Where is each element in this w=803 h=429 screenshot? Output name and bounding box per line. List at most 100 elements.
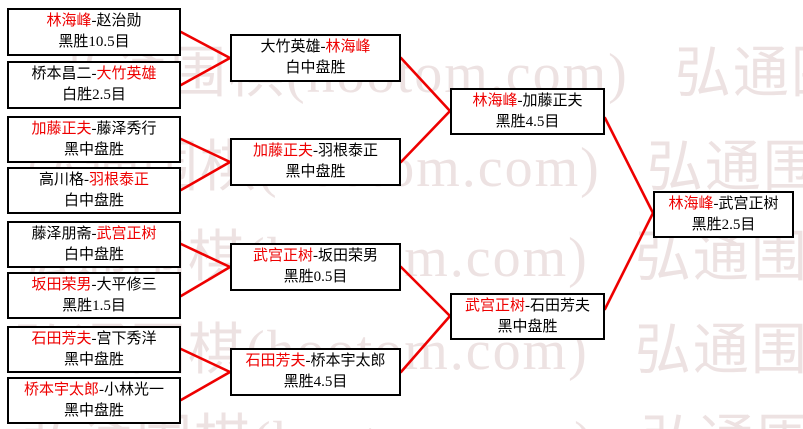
player-winner: 林海峰: [325, 39, 371, 55]
player-loser: 桥本宇太郎: [310, 353, 386, 369]
player-loser: 大竹英雄: [260, 39, 321, 55]
connector-line: [179, 30, 232, 60]
connector-line: [179, 56, 232, 87]
separator: -: [99, 381, 104, 398]
player-winner: 石田芳夫: [31, 330, 92, 347]
match-players: 林海峰-武宫正树: [668, 194, 778, 215]
connector-line: [399, 56, 452, 113]
match-players: 武宫正树-石田芳夫: [465, 296, 590, 317]
separator: -: [313, 143, 318, 159]
separator: -: [91, 13, 97, 29]
match-result: 白中盘胜: [63, 192, 124, 209]
player-loser: 藤泽秀行: [96, 120, 157, 137]
match-box-r2-4: 石田芳夫-桥本宇太郎 黑胜4.5目: [230, 348, 401, 396]
match-box-r2-1: 大竹英雄-林海峰 白中盘胜: [230, 34, 401, 82]
separator: -: [91, 120, 97, 137]
player-loser: 坂田荣男: [318, 248, 379, 264]
match-result: 黑中盘胜: [63, 351, 124, 368]
match-players: 武宫正树-坂田荣男: [253, 246, 378, 267]
match-box-r1-2: 桥本昌二-大竹英雄 白胜2.5目: [7, 61, 181, 109]
match-box-r1-3: 加藤正夫-藤泽秀行 黑中盘胜: [7, 116, 181, 163]
match-players: 桥本宇太郎-小林光一: [24, 380, 164, 401]
match-result: 黑胜1.5目: [62, 297, 126, 314]
player-loser: 小林光一: [104, 381, 165, 398]
match-players: 桥本昌二-大竹英雄: [31, 64, 156, 85]
player-loser: 大平修三: [96, 276, 157, 293]
connector-line: [179, 160, 232, 192]
connector-line: [179, 370, 232, 402]
player-winner: 武宫正树: [252, 248, 313, 264]
player-loser: 藤泽朋斋: [31, 225, 92, 242]
player-winner: 加藤正夫: [31, 120, 92, 137]
separator: -: [91, 66, 97, 82]
match-players: 藤泽朋斋-武宫正树: [31, 224, 156, 245]
connector-line: [399, 314, 452, 374]
separator: -: [84, 171, 89, 188]
player-loser: 石田芳夫: [530, 297, 591, 314]
player-loser: 赵治勋: [96, 13, 142, 29]
player-winner: 加藤正夫: [252, 143, 313, 159]
match-box-r1-8: 桥本宇太郎-小林光一 黑中盘胜: [7, 377, 181, 424]
match-box-r1-6: 坂田荣男-大平修三 黑胜1.5目: [7, 272, 181, 319]
match-players: 大竹英雄-林海峰: [260, 37, 370, 58]
match-box-r2-2: 加藤正夫-羽根泰正 黑中盘胜: [230, 138, 401, 186]
player-loser: 武宫正树: [718, 195, 779, 212]
player-winner: 林海峰: [46, 13, 92, 29]
separator: -: [91, 330, 97, 347]
player-winner: 林海峰: [668, 195, 714, 212]
match-result: 黑中盘胜: [63, 141, 124, 158]
match-players: 石田芳夫-宫下秀洋: [31, 329, 156, 350]
match-result: 白中盘胜: [63, 246, 124, 263]
match-result: 黑胜0.5目: [283, 269, 348, 285]
match-box-r2-3: 武宫正树-坂田荣男 黑胜0.5目: [230, 243, 401, 291]
match-players: 石田芳夫-桥本宇太郎: [245, 351, 385, 372]
player-loser: 羽根泰正: [318, 143, 379, 159]
separator: -: [305, 353, 311, 369]
match-box-r1-5: 藤泽朋斋-武宫正树 白中盘胜: [7, 221, 181, 268]
match-box-r1-1: 林海峰-赵治勋 黑胜10.5目: [7, 8, 181, 56]
match-result: 白胜2.5目: [62, 87, 126, 103]
separator: -: [517, 92, 523, 109]
connector-line: [399, 265, 452, 318]
player-winner: 武宫正树: [464, 297, 525, 314]
match-players: 坂田荣男-大平修三: [31, 275, 156, 296]
match-result: 黑胜10.5目: [58, 34, 130, 50]
match-players: 加藤正夫-藤泽秀行: [31, 119, 156, 140]
separator: -: [320, 39, 326, 55]
connector-line: [399, 109, 452, 164]
match-players: 加藤正夫-羽根泰正: [253, 141, 378, 162]
match-box-final: 林海峰-武宫正树 黑胜2.5目: [653, 191, 794, 238]
player-winner: 武宫正树: [96, 225, 157, 242]
connector-line: [179, 265, 232, 298]
connector-line: [179, 242, 232, 269]
match-result: 黑中盘胜: [63, 402, 124, 419]
match-players: 林海峰-加藤正夫: [472, 91, 582, 112]
match-box-r1-7: 石田芳夫-宫下秀洋 黑中盘胜: [7, 326, 181, 373]
match-result: 黑中盘胜: [285, 164, 346, 180]
match-result: 白中盘胜: [285, 60, 346, 76]
connector-line: [179, 347, 232, 374]
separator: -: [525, 297, 530, 314]
connector-line: [603, 211, 655, 311]
match-players: 林海峰-赵治勋: [46, 11, 141, 32]
match-result: 黑胜2.5目: [691, 216, 756, 233]
player-loser: 宫下秀洋: [96, 330, 157, 347]
player-winner: 大竹英雄: [96, 66, 157, 82]
player-winner: 桥本宇太郎: [23, 381, 99, 398]
separator: -: [313, 248, 318, 264]
player-loser: 高川格: [38, 171, 84, 188]
separator: -: [91, 225, 97, 242]
player-winner: 羽根泰正: [89, 171, 150, 188]
separator: -: [91, 276, 97, 293]
connector-line: [603, 116, 655, 215]
match-box-r1-4: 高川格-羽根泰正 白中盘胜: [7, 167, 181, 214]
match-box-sf-1: 林海峰-加藤正夫 黑胜4.5目: [450, 88, 605, 135]
separator: -: [713, 195, 719, 212]
player-winner: 坂田荣男: [31, 276, 92, 293]
connector-line: [179, 137, 232, 164]
match-result: 黑胜4.5目: [283, 374, 348, 390]
player-winner: 林海峰: [472, 92, 518, 109]
player-winner: 石田芳夫: [245, 353, 306, 369]
